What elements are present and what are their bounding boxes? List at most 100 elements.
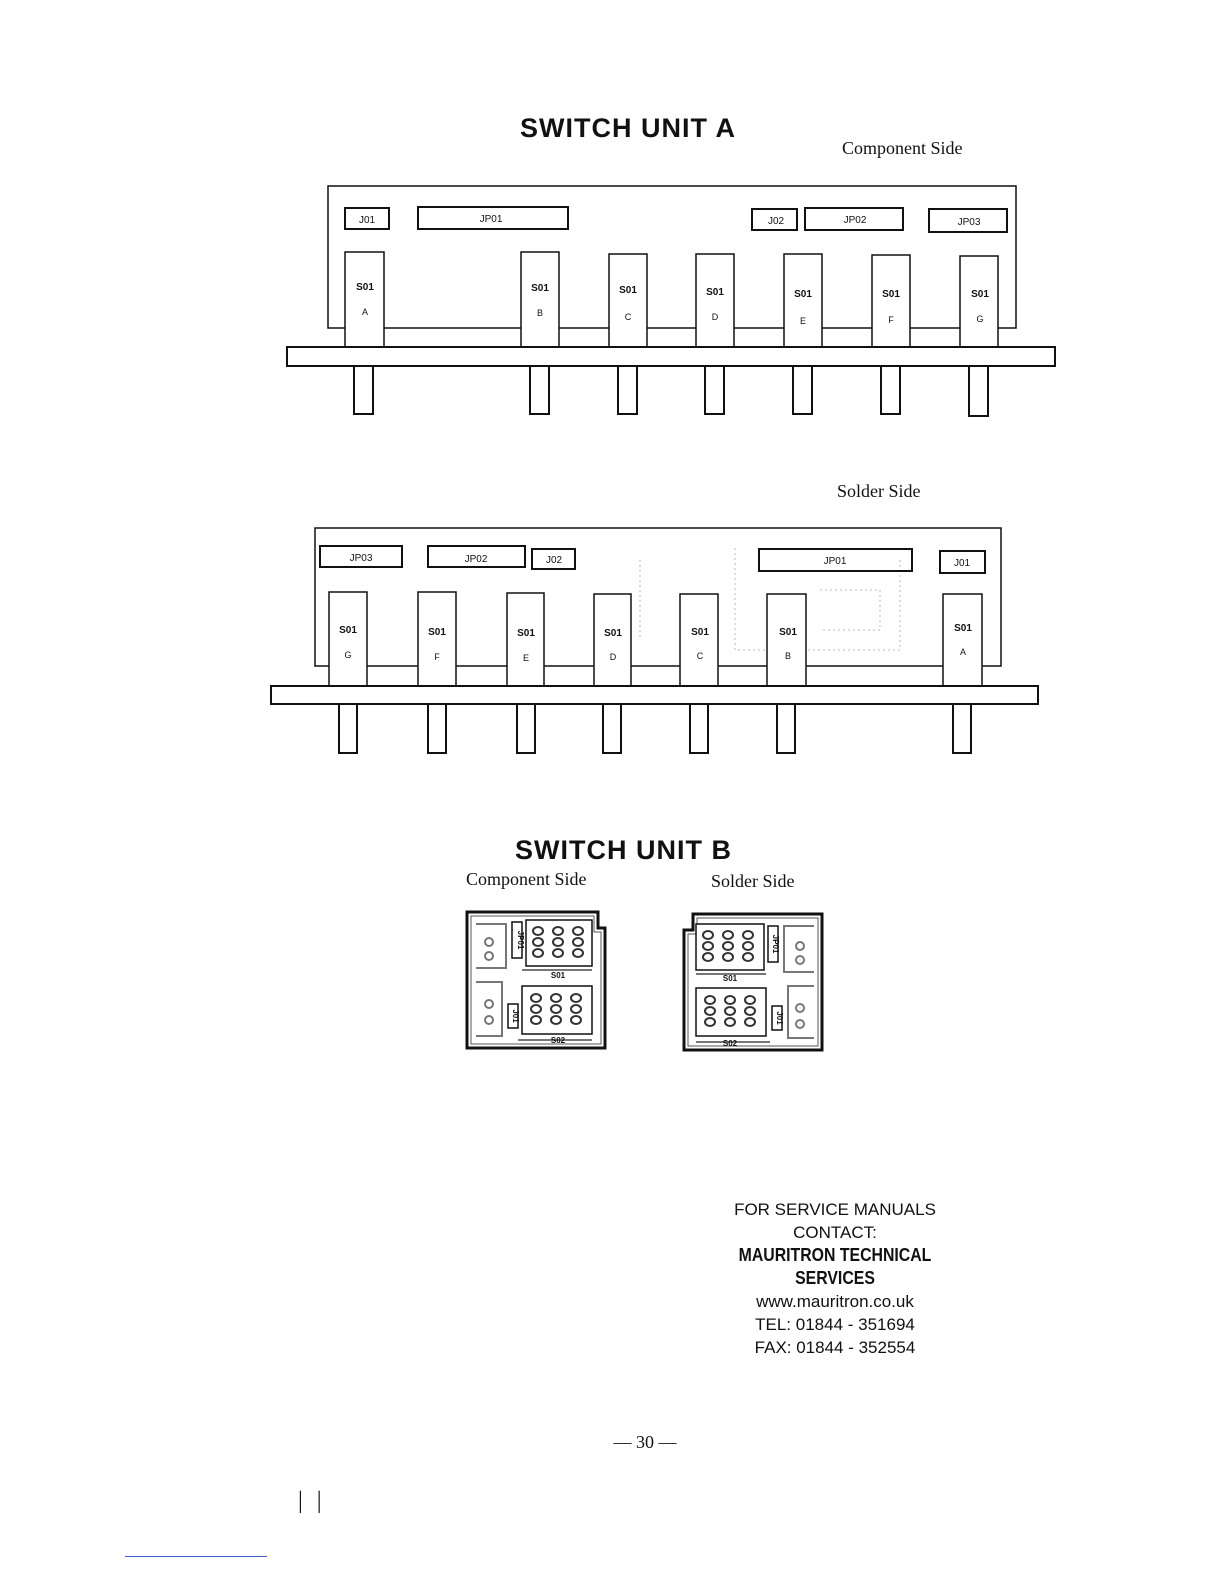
- switch-b: [520, 251, 560, 349]
- switch-letter: F: [888, 315, 894, 325]
- switch-letter: F: [434, 652, 440, 662]
- header-jp01: [417, 206, 569, 230]
- switch-unit-b-title: SWITCH UNIT B: [515, 835, 732, 865]
- knob: [880, 365, 901, 415]
- knob: [704, 365, 725, 415]
- unit-b-solder-side-label: Solder Side: [711, 871, 795, 891]
- switch-b: [766, 593, 807, 687]
- unit-a-component-side-label: Component Side: [842, 138, 963, 158]
- header-label: J02: [546, 555, 563, 566]
- header-j01: [344, 207, 390, 230]
- switch-ref: S01: [619, 285, 637, 296]
- switch-ref: S01: [531, 283, 549, 294]
- header-jp02: [804, 207, 904, 231]
- header-label: JP03: [958, 217, 981, 228]
- board-outline: [327, 185, 1017, 329]
- header-label: JP01: [480, 214, 503, 225]
- header-jp03: [928, 208, 1008, 233]
- board-outline: [314, 527, 1002, 667]
- knob: [427, 703, 447, 754]
- front-panel: [270, 685, 1039, 705]
- switch-letter: G: [344, 650, 351, 660]
- switch-g: [328, 591, 368, 687]
- switch-a: [344, 251, 385, 349]
- switch-c: [608, 253, 648, 349]
- switch-ref: S01: [706, 287, 724, 298]
- header-j02: [531, 548, 576, 570]
- header-label: J02: [768, 216, 785, 227]
- header-label: JP01: [824, 556, 847, 567]
- switch-f: [417, 591, 457, 687]
- switch-ref: S01: [604, 628, 622, 639]
- switch-ref: S01: [971, 289, 989, 300]
- knob: [792, 365, 813, 415]
- scan-marks: | |: [298, 1488, 326, 1514]
- switch-ref: S01: [517, 628, 535, 639]
- knob: [952, 703, 972, 754]
- switch-letter: B: [537, 308, 543, 318]
- board-label: JP01: [771, 935, 780, 954]
- switch-letter: D: [610, 652, 617, 662]
- switch-ref: S01: [779, 627, 797, 638]
- knob: [776, 703, 796, 754]
- switch-ref: S01: [882, 289, 900, 300]
- switch-ref: S01: [428, 627, 446, 638]
- contact-line: FOR SERVICE MANUALS: [734, 1200, 936, 1219]
- switch-d: [695, 253, 735, 349]
- unit-a-component-side-diagram: J01 JP01 J02 JP02 JP03 S01 S01 S01 S01 S…: [286, 185, 1056, 417]
- unit-b-component-side-board: JP01 S01 J01 S02: [465, 910, 607, 1050]
- page-number: — 30 —: [613, 1432, 677, 1452]
- switch-ref: S01: [339, 625, 357, 636]
- switch-letter: G: [976, 314, 983, 324]
- switch-a: [942, 593, 983, 687]
- header-jp02: [427, 545, 526, 568]
- footer-rule: [125, 1556, 267, 1557]
- board-label: S01: [723, 974, 738, 983]
- board-label: JP01: [516, 931, 525, 950]
- fax: FAX: 01844 - 352554: [754, 1338, 916, 1357]
- switch-letter: C: [697, 651, 704, 661]
- knob: [689, 703, 709, 754]
- unit-b-component-side-label: Component Side: [466, 869, 587, 889]
- switch-unit-a-title: SWITCH UNIT A: [520, 113, 736, 143]
- header-j01: [939, 550, 986, 574]
- board-label: J01: [775, 1011, 784, 1025]
- telephone: TEL: 01844 - 351694: [755, 1315, 915, 1334]
- header-jp01: [758, 548, 913, 572]
- website: www.mauritron.co.uk: [756, 1292, 914, 1311]
- switch-letter: E: [800, 316, 806, 326]
- knob: [617, 365, 638, 415]
- knob: [338, 703, 358, 754]
- header-label: JP02: [844, 215, 867, 226]
- switch-ref: S01: [356, 282, 374, 293]
- front-panel: [286, 346, 1056, 367]
- switch-letter: C: [625, 312, 632, 322]
- company-name: MAURITRON TECHNICAL SERVICES: [738, 1245, 932, 1288]
- contact-block: FOR SERVICE MANUALS CONTACT: MAURITRON T…: [680, 1198, 990, 1359]
- switch-f: [871, 254, 911, 349]
- switch-letter: A: [960, 647, 966, 657]
- switch-ref: S01: [954, 623, 972, 634]
- switch-letter: E: [523, 653, 529, 663]
- knob: [602, 703, 622, 754]
- board-label: S02: [551, 1036, 566, 1045]
- knob: [529, 365, 550, 415]
- board-label: J01: [511, 1009, 520, 1023]
- header-label: J01: [954, 558, 971, 569]
- switch-ref: S01: [794, 289, 812, 300]
- header-j02: [751, 208, 798, 231]
- switch-letter: A: [362, 307, 368, 317]
- contact-line: CONTACT:: [793, 1223, 877, 1242]
- header-label: JP02: [465, 554, 488, 565]
- board-label: S01: [551, 971, 566, 980]
- header-label: JP03: [350, 553, 373, 564]
- unit-a-solder-side-label: Solder Side: [837, 481, 921, 501]
- header-label: J01: [359, 215, 376, 226]
- switch-d: [593, 593, 632, 687]
- knob: [968, 365, 989, 417]
- switch-e: [783, 253, 823, 349]
- board-label: S02: [723, 1039, 738, 1048]
- switch-e: [506, 592, 545, 687]
- switch-ref: S01: [691, 627, 709, 638]
- switch-c: [679, 593, 719, 687]
